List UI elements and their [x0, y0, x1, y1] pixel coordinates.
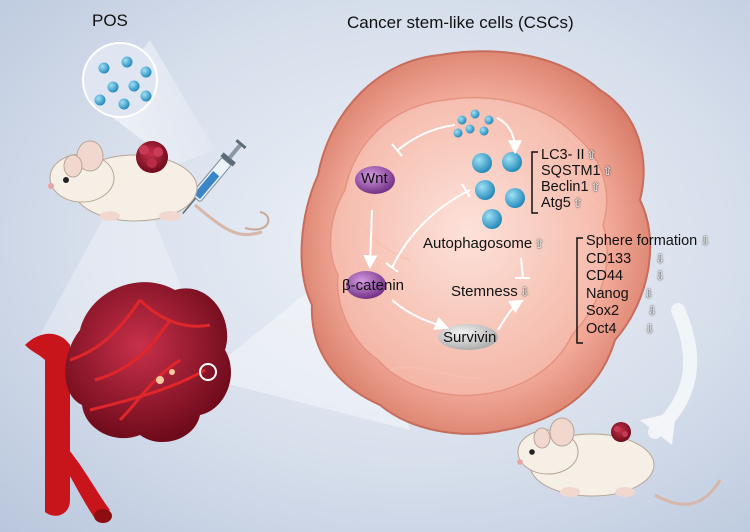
- beta-catenin-node-shape: [346, 271, 386, 299]
- list-item: Atg5⇧: [541, 195, 583, 211]
- syringe-icon: [182, 139, 247, 214]
- list-item: Nanog⇩: [586, 285, 654, 302]
- stemness-label: Stemness⇩: [451, 284, 530, 299]
- list-item: SQSTM1⇧: [541, 163, 613, 179]
- mouse-with-tumor-illustration: [48, 140, 270, 236]
- autophagosome-clusters: [472, 152, 525, 229]
- list-item: Sox2⇩: [586, 303, 658, 319]
- autophagosome-text: Autophagosome: [423, 235, 533, 252]
- arrow-wnt-to-beta-catenin: [363, 209, 378, 270]
- inhibit-bar-beta-catenin: [385, 262, 399, 273]
- down-arrow-icon: ⇩: [643, 286, 654, 301]
- treated-mouse-illustration: [517, 417, 722, 506]
- pos-label: POS: [92, 11, 128, 30]
- tumor-zoom-ring: [199, 363, 217, 381]
- pathway-arrows: [363, 117, 530, 331]
- figure-title: Cancer stem-like cells (CSCs): [347, 13, 574, 32]
- inhibit-arrow-np-to-wnt: [397, 124, 456, 151]
- inhibit-bar-wnt: [391, 143, 403, 157]
- up-arrow-icon: ⇧: [572, 196, 583, 210]
- autophagy-marker-bracket: [531, 151, 538, 214]
- up-arrow-icon: ⇧: [590, 180, 601, 194]
- stemness-marker-list: Sphere formation⇩ CD133⇩ CD44⇩ Nanog⇩ So…: [586, 234, 710, 339]
- cancer-stem-like-cell: [300, 50, 652, 435]
- stemness-marker-bracket: [576, 237, 583, 344]
- arrow-survivin-to-stemness: [497, 299, 524, 331]
- up-arrow-icon: ⇧: [534, 237, 545, 251]
- inhibit-bar-autophagy: [461, 183, 471, 198]
- autophagy-marker-list: LC3- II⇧ SQSTM1⇧ Beclin1⇧ Atg5⇧: [541, 148, 613, 212]
- down-arrow-icon: ⇩: [700, 234, 711, 248]
- survivin-label: Survivin: [443, 329, 497, 346]
- inhibit-line-autophagosome-stemness: [520, 257, 524, 279]
- wnt-node-shape: [355, 166, 395, 194]
- down-arrow-icon: ⇩: [644, 321, 655, 336]
- intracellular-nanoparticles: [453, 109, 494, 138]
- down-arrow-icon: ⇩: [647, 304, 658, 318]
- survivin-node-shape: [438, 324, 498, 350]
- pos-nanoparticle-bubble: [82, 42, 158, 118]
- up-arrow-icon: ⇧: [602, 164, 613, 178]
- stemness-text: Stemness: [451, 283, 518, 300]
- outcome-arrow-head: [640, 412, 676, 445]
- list-item: Oct4⇩: [586, 320, 655, 337]
- wnt-label: Wnt: [361, 170, 388, 187]
- arrow-beta-catenin-to-survivin: [391, 299, 449, 330]
- up-arrow-icon: ⇧: [586, 148, 597, 162]
- reduced-tumor-icon: [611, 422, 631, 442]
- mouse-tumor-icon: [136, 141, 168, 173]
- down-arrow-icon: ⇩: [655, 251, 666, 266]
- beta-catenin-label: β-catenin: [342, 277, 404, 294]
- inhibit-line-autophagy-beta-catenin: [391, 189, 471, 269]
- list-item: Beclin1⇧: [541, 179, 601, 195]
- down-arrow-icon: ⇩: [519, 285, 530, 299]
- arrow-np-to-autophagosome: [496, 117, 522, 155]
- list-item: CD44⇩: [586, 268, 666, 284]
- list-item: LC3- II⇧: [541, 147, 597, 163]
- tumor-with-blood-vessels: [25, 282, 231, 523]
- list-item: Sphere formation⇩: [586, 233, 711, 249]
- down-arrow-icon: ⇩: [655, 269, 666, 283]
- list-item: CD133⇩: [586, 250, 666, 267]
- autophagosome-label: Autophagosome⇧: [423, 236, 544, 251]
